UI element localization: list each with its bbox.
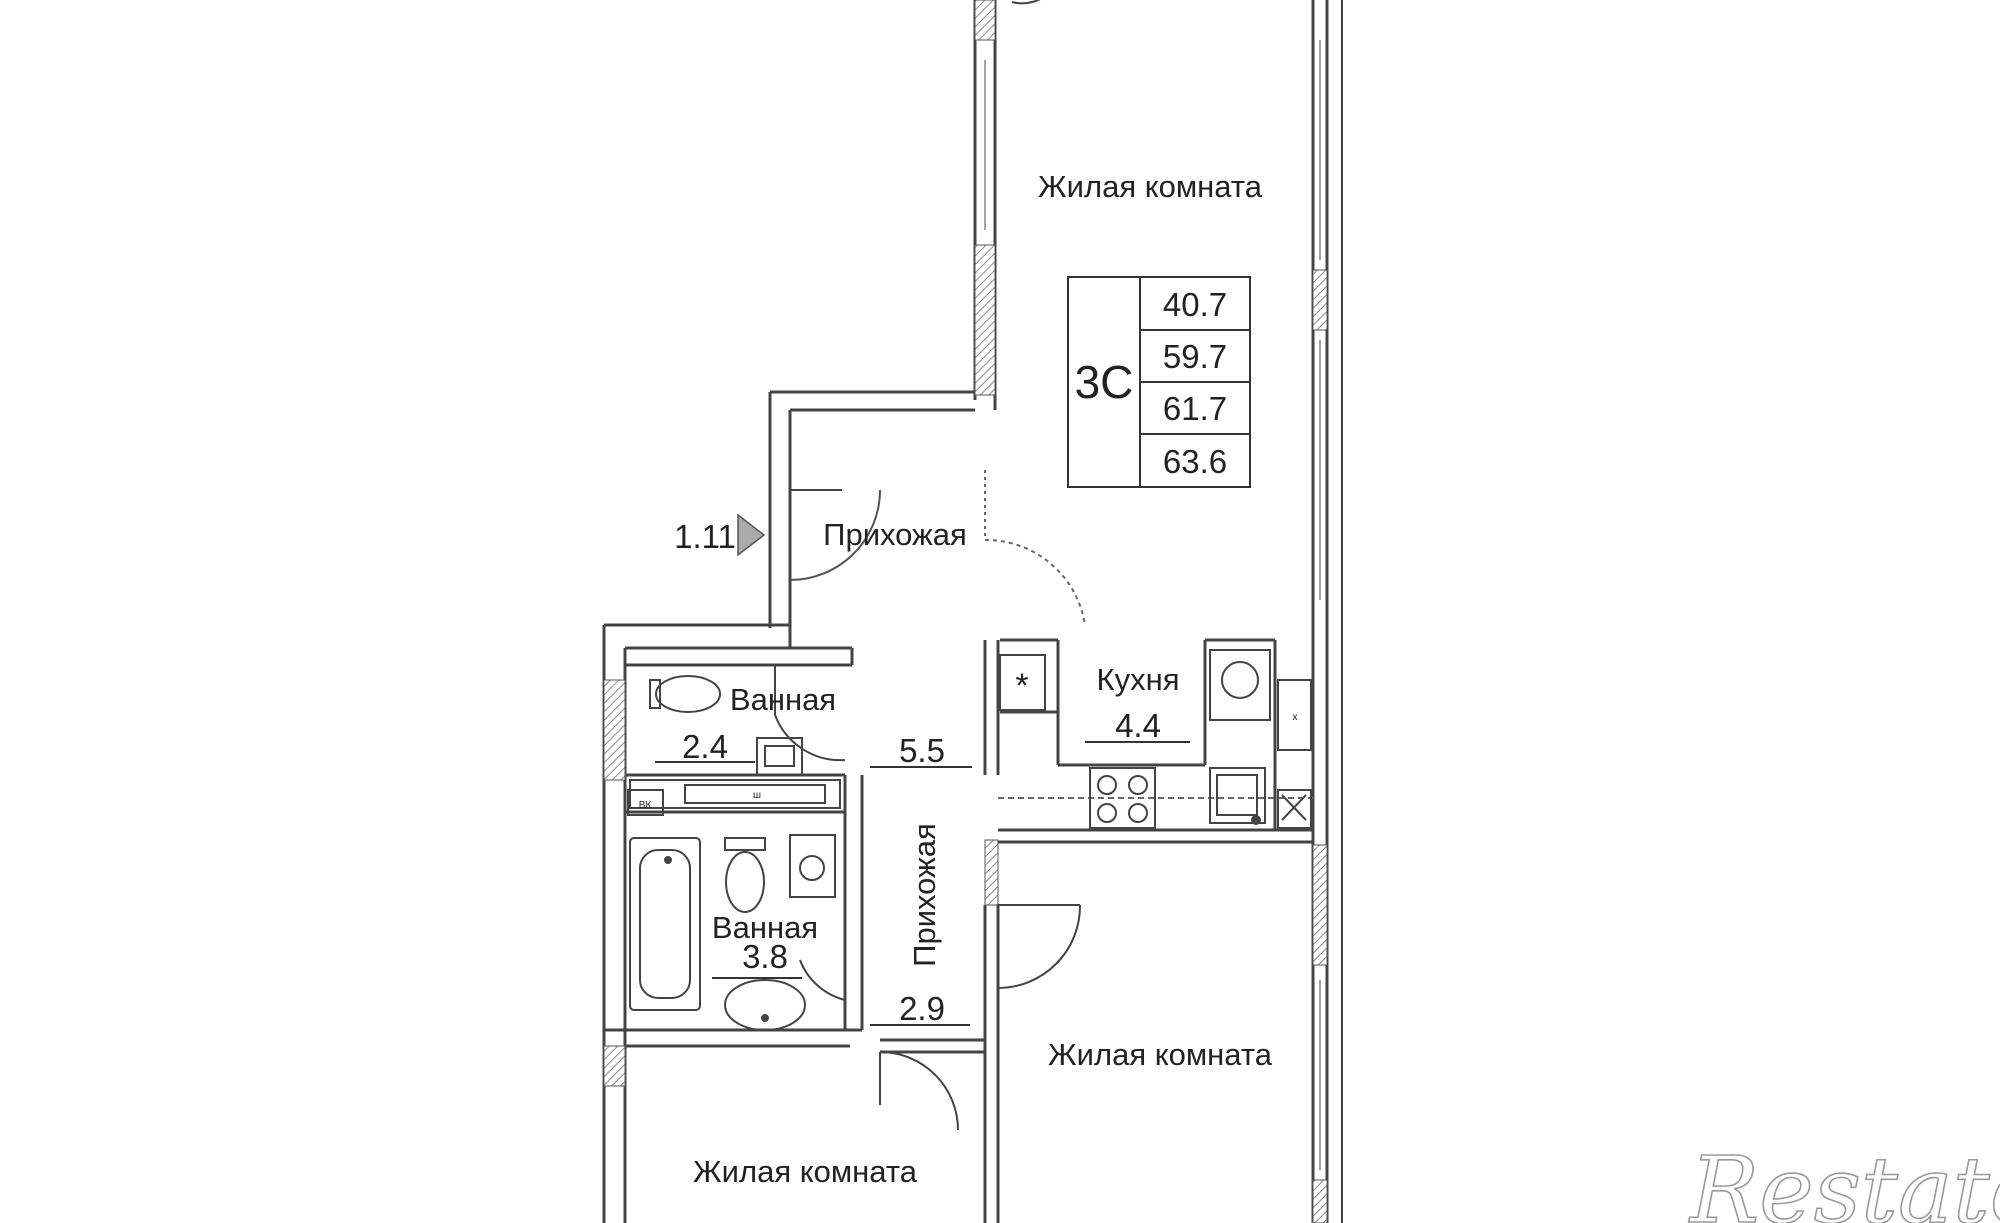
windows bbox=[984, 40, 1321, 1170]
bathtub-icon bbox=[629, 837, 701, 1011]
toilet-icon bbox=[655, 675, 721, 713]
fridge-icon bbox=[1277, 679, 1312, 751]
walls bbox=[602, 0, 1343, 1223]
area-bath-top: 2.4 bbox=[682, 728, 728, 765]
apartment-area-total: 59.7 bbox=[1163, 338, 1227, 375]
room-label-kitchen: Кухня bbox=[1097, 662, 1180, 697]
room-label-hall-vertical: Прихожая bbox=[907, 823, 942, 967]
kitchen-sink-icon bbox=[1209, 767, 1266, 824]
area-hall-top: 5.5 bbox=[899, 732, 945, 769]
wall-hatching bbox=[603, 0, 1328, 1223]
apartment-area-full: 63.6 bbox=[1163, 443, 1227, 480]
washbasin-icon bbox=[724, 979, 806, 1031]
area-kitchen: 4.4 bbox=[1115, 707, 1161, 744]
apartment-area-balcony: 61.7 bbox=[1163, 390, 1227, 427]
area-underlines bbox=[655, 741, 1190, 1026]
room-label-living-left: Жилая комната bbox=[693, 1154, 918, 1189]
watermark-logo: Restate bbox=[1688, 1137, 2000, 1223]
apartment-area-living: 40.7 bbox=[1163, 286, 1227, 323]
mark-cabinet: ш bbox=[753, 790, 761, 801]
fixture-marks: ВК ш х bbox=[639, 712, 1298, 811]
room-label-living-top: Жилая комната bbox=[1038, 169, 1263, 204]
room-label-living-right: Жилая комната bbox=[1048, 1037, 1273, 1072]
washing-machine-icon bbox=[789, 834, 836, 898]
toilet-icon-2 bbox=[725, 851, 765, 913]
room-areas: 2.4 5.5 4.4 3.8 2.9 bbox=[682, 707, 1161, 1027]
entrance-label: 1.11 bbox=[674, 518, 736, 555]
apartment-code: 3С bbox=[1075, 356, 1134, 408]
room-label-hall-top: Прихожая bbox=[823, 517, 967, 552]
doors bbox=[774, 0, 1313, 1131]
apartment-summary: 3С 40.7 59.7 61.7 63.6 bbox=[1075, 286, 1228, 480]
svg-text:*: * bbox=[1015, 667, 1028, 705]
area-table bbox=[1067, 276, 1251, 488]
fixtures: * bbox=[627, 649, 1312, 1031]
mark-fridge: х bbox=[1293, 712, 1298, 723]
room-label-bath-top: Ванная bbox=[730, 682, 836, 717]
entrance-arrow-icon bbox=[737, 513, 766, 557]
mark-vk: ВК bbox=[639, 800, 652, 811]
room-labels: Жилая комната Прихожая Кухня Ванная Прих… bbox=[693, 169, 1273, 1189]
room-label-bath-bottom: Ванная bbox=[712, 910, 818, 945]
sink-icon bbox=[756, 737, 803, 776]
area-hall-bottom: 2.9 bbox=[899, 990, 945, 1027]
area-bath-bottom: 3.8 bbox=[742, 938, 788, 975]
stove-icon bbox=[1089, 767, 1156, 829]
